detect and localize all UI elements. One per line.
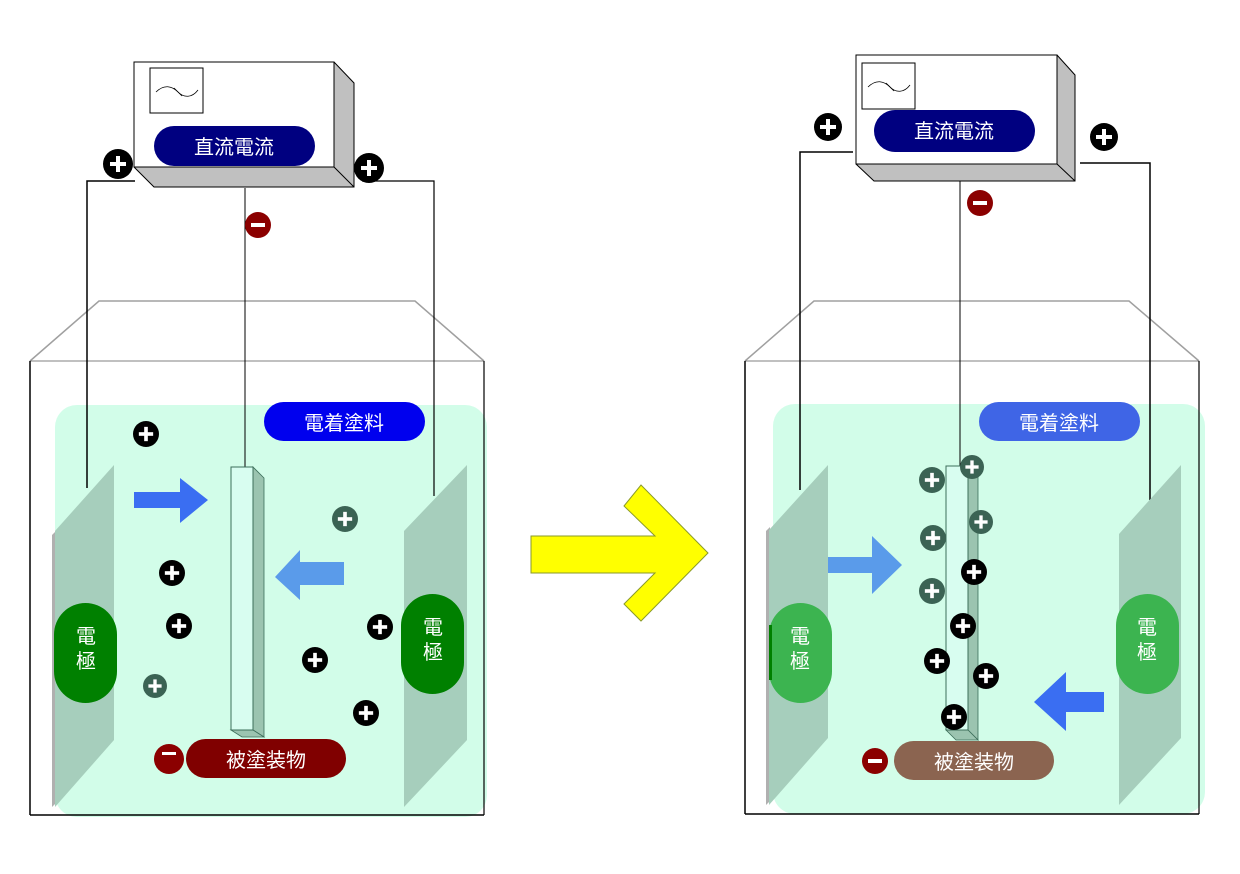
tank-top-outline <box>29 300 485 362</box>
plus-ion-icon <box>367 614 393 640</box>
plus-ion-icon <box>920 525 946 551</box>
plus-ion-icon <box>941 704 967 730</box>
electrode-label-left: 電極 <box>54 603 117 703</box>
panel-before: 電着塗料 被塗装物 電極 電極 直流電流 <box>29 61 487 817</box>
workpiece-label: 被塗装物 <box>862 741 1054 780</box>
power-supply: 直流電流 <box>855 54 1076 182</box>
anode-right-plus-icon <box>354 153 384 183</box>
flow-arrow-right <box>134 478 208 523</box>
plus-ion-icon <box>919 578 945 604</box>
plus-ion-icon <box>166 613 192 639</box>
anode-left-plus-icon <box>103 149 133 179</box>
svg-text:電着塗料: 電着塗料 <box>1019 411 1099 435</box>
panel-after: 電着塗料 被塗装物 電極 電極 直流電流 <box>744 54 1205 815</box>
plus-ion-icon <box>969 510 993 534</box>
plus-ion-icon <box>950 613 976 639</box>
minus-ion <box>154 744 184 774</box>
plus-ion-icon <box>924 648 950 674</box>
plus-ion-icon <box>961 559 987 585</box>
ions-after <box>919 455 999 730</box>
wire-right-anode <box>362 180 435 496</box>
workpiece <box>945 465 979 741</box>
svg-text:電極: 電極 <box>76 624 96 673</box>
plus-ion-icon <box>143 674 167 698</box>
plus-ion-icon <box>960 455 984 479</box>
flow-arrow-left <box>1034 672 1104 731</box>
anode-left-plus-icon <box>814 113 842 141</box>
workpiece <box>229 466 266 738</box>
svg-text:電極: 電極 <box>790 624 810 673</box>
anode-right-plus-icon <box>1090 123 1118 151</box>
wire-left-anode <box>799 151 853 490</box>
svg-text:直流電流: 直流電流 <box>194 135 274 159</box>
electrode-label-left: 電極 <box>769 603 832 703</box>
power-supply: 直流電流 <box>133 61 355 188</box>
plus-ion-icon <box>302 647 328 673</box>
electrode-label-right: 電極 <box>401 594 464 694</box>
plus-ion-icon <box>332 506 358 532</box>
flow-arrow-left <box>275 550 344 600</box>
paint-label: 電着塗料 <box>979 402 1140 441</box>
wire-right-anode <box>1080 162 1151 500</box>
wire-left-anode <box>86 180 135 488</box>
plus-ion-icon <box>159 560 185 586</box>
ions-before <box>133 421 393 726</box>
transition-arrow <box>530 484 709 622</box>
cathode-minus-icon <box>967 190 993 216</box>
svg-text:電極: 電極 <box>423 615 443 664</box>
svg-text:直流電流: 直流電流 <box>914 119 994 143</box>
tank-top-outline <box>744 300 1200 362</box>
cathode-minus-icon <box>245 212 271 238</box>
plus-ion-icon <box>353 700 379 726</box>
flow-arrow-right <box>828 536 902 594</box>
svg-text:電極: 電極 <box>1137 615 1157 664</box>
electrode-label-right: 電極 <box>1116 594 1179 694</box>
workpiece-label: 被塗装物 <box>154 739 346 778</box>
paint-label: 電着塗料 <box>264 402 425 441</box>
svg-text:電着塗料: 電着塗料 <box>304 411 384 435</box>
svg-text:被塗装物: 被塗装物 <box>934 750 1014 774</box>
plus-ion-icon <box>919 467 945 493</box>
svg-text:被塗装物: 被塗装物 <box>226 748 306 772</box>
plus-ion-icon <box>973 663 999 689</box>
plus-ion-icon <box>133 421 159 447</box>
